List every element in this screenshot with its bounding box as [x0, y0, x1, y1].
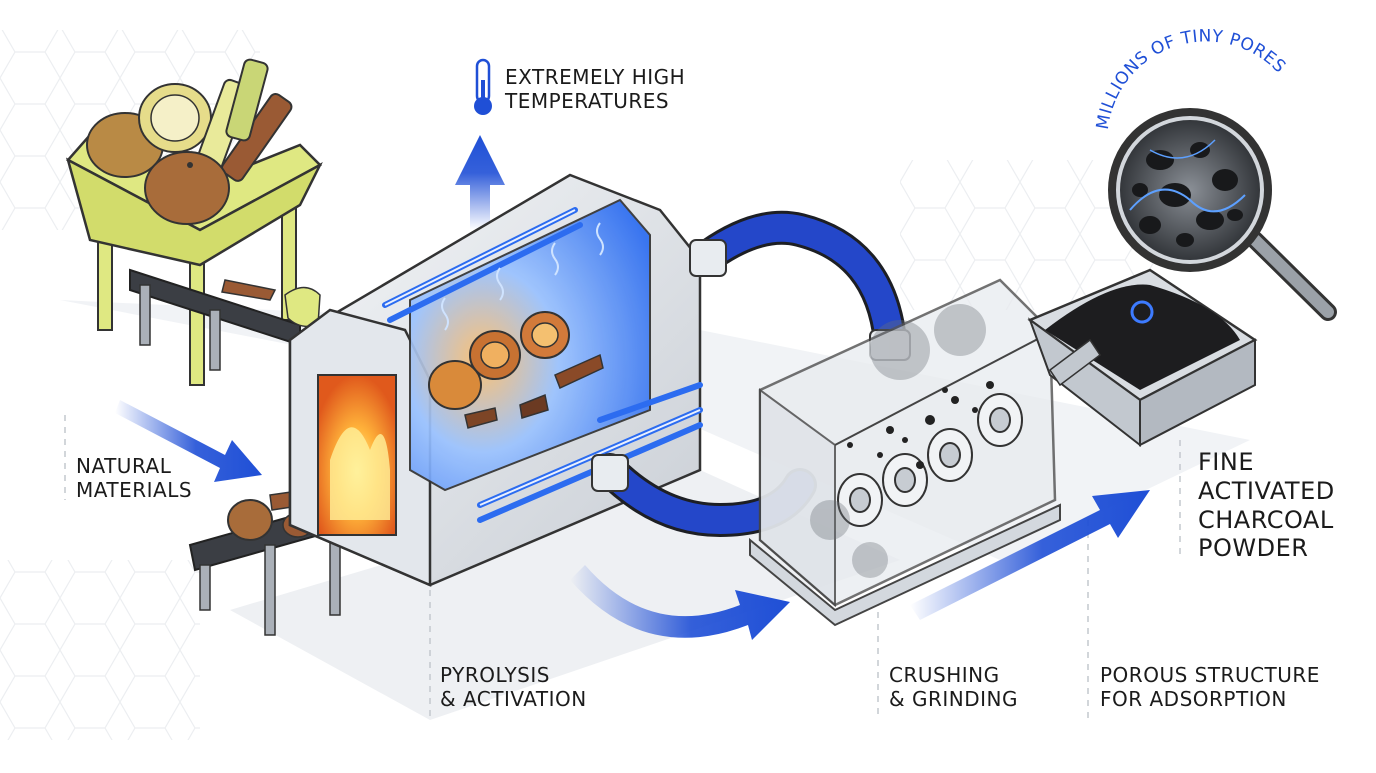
temperature-label-line-2: TEMPERATURES [505, 88, 670, 113]
powder-label-line-1: FINE [1198, 448, 1254, 476]
hex-texture-bottom [0, 560, 200, 740]
charcoal-powder-label: FINE ACTIVATED CHARCOAL POWDER [1198, 448, 1335, 563]
porous-label-line-2: FOR ADSORPTION [1100, 686, 1287, 711]
flow-arrow-icon-up [455, 135, 505, 230]
magnifier-icon [1108, 108, 1337, 321]
crusher-grinder [749, 278, 1061, 627]
temperature-label-line-1: EXTREMELY HIGH [505, 65, 686, 89]
crushing-label-line-1: CRUSHING [889, 663, 1000, 687]
flow-arrow-icon-right [910, 490, 1150, 620]
pyrolysis-label: PYROLYSIS & ACTIVATION [440, 663, 587, 711]
porous-label-line-1: POROUS STRUCTURE [1100, 663, 1320, 687]
flow-arrow-icon-mid [570, 565, 790, 640]
powder-label-line-4: POWDER [1198, 534, 1309, 563]
temperature-label: EXTREMELY HIGH TEMPERATURES [505, 65, 686, 113]
pyrolysis-label-line-2: & ACTIVATION [440, 686, 587, 711]
pyrolysis-label-line-1: PYROLYSIS [440, 663, 550, 687]
porous-structure-label: POROUS STRUCTURE FOR ADSORPTION [1100, 663, 1320, 711]
natural-materials-label: NATURAL MATERIALS [76, 454, 193, 502]
thermometer-icon [474, 58, 492, 115]
crushing-label: CRUSHING & GRINDING [889, 663, 1018, 711]
powder-label-line-3: CHARCOAL [1198, 505, 1334, 534]
flow-arrow-icon [115, 400, 262, 482]
natural-label-line-1: NATURAL [76, 454, 172, 478]
powder-label-line-2: ACTIVATED [1198, 476, 1335, 505]
guide-lines [64, 415, 1181, 720]
charcoal-powder-tray [1027, 268, 1258, 448]
crushing-label-line-2: & GRINDING [889, 686, 1018, 711]
raw-material-hopper [66, 58, 323, 386]
natural-label-line-2: MATERIALS [76, 477, 193, 502]
